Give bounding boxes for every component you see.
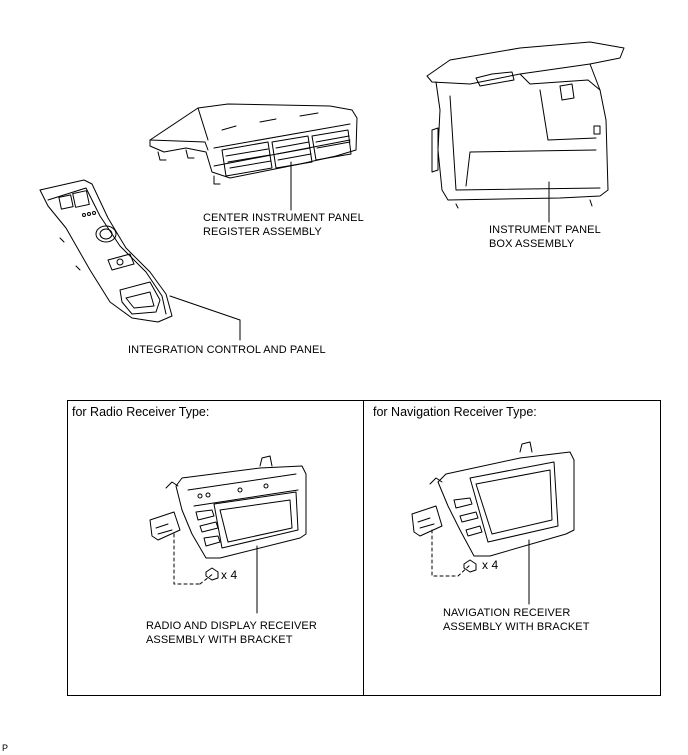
integration-panel-label: INTEGRATION CONTROL AND PANEL bbox=[128, 343, 326, 357]
glovebox-assembly-label: INSTRUMENT PANEL BOX ASSEMBLY bbox=[489, 223, 601, 251]
radio-receiver-drawing bbox=[149, 455, 307, 614]
radio-label-line2: ASSEMBLY WITH BRACKET bbox=[146, 634, 293, 646]
radio-label-line1: RADIO AND DISPLAY RECEIVER bbox=[146, 620, 317, 632]
radio-screw-count: x 4 bbox=[221, 568, 238, 582]
navigation-label-line1: NAVIGATION RECEIVER bbox=[443, 607, 571, 619]
register-label-line1: CENTER INSTRUMENT PANEL bbox=[203, 212, 364, 224]
integration-panel-drawing bbox=[39, 179, 241, 341]
navigation-label-line2: ASSEMBLY WITH BRACKET bbox=[443, 621, 590, 633]
integration-label-line1: INTEGRATION CONTROL AND PANEL bbox=[128, 344, 326, 356]
navigation-screw-count: x 4 bbox=[482, 558, 499, 572]
register-label-line2: REGISTER ASSEMBLY bbox=[203, 226, 322, 238]
radio-panel-title: for Radio Receiver Type: bbox=[72, 405, 210, 419]
navigation-type-panel bbox=[363, 400, 661, 696]
radio-receiver-label: RADIO AND DISPLAY RECEIVER ASSEMBLY WITH… bbox=[146, 619, 317, 647]
glovebox-assembly-drawing bbox=[426, 41, 625, 223]
register-assembly-label: CENTER INSTRUMENT PANEL REGISTER ASSEMBL… bbox=[203, 211, 364, 239]
register-assembly-drawing bbox=[149, 103, 358, 211]
radio-type-panel bbox=[67, 400, 364, 696]
navigation-receiver-drawing bbox=[411, 441, 575, 605]
navigation-panel-title: for Navigation Receiver Type: bbox=[373, 405, 537, 419]
glovebox-label-line2: BOX ASSEMBLY bbox=[489, 238, 575, 250]
corner-code: P bbox=[2, 743, 9, 753]
navigation-receiver-label: NAVIGATION RECEIVER ASSEMBLY WITH BRACKE… bbox=[443, 606, 590, 634]
glovebox-label-line1: INSTRUMENT PANEL bbox=[489, 224, 601, 236]
